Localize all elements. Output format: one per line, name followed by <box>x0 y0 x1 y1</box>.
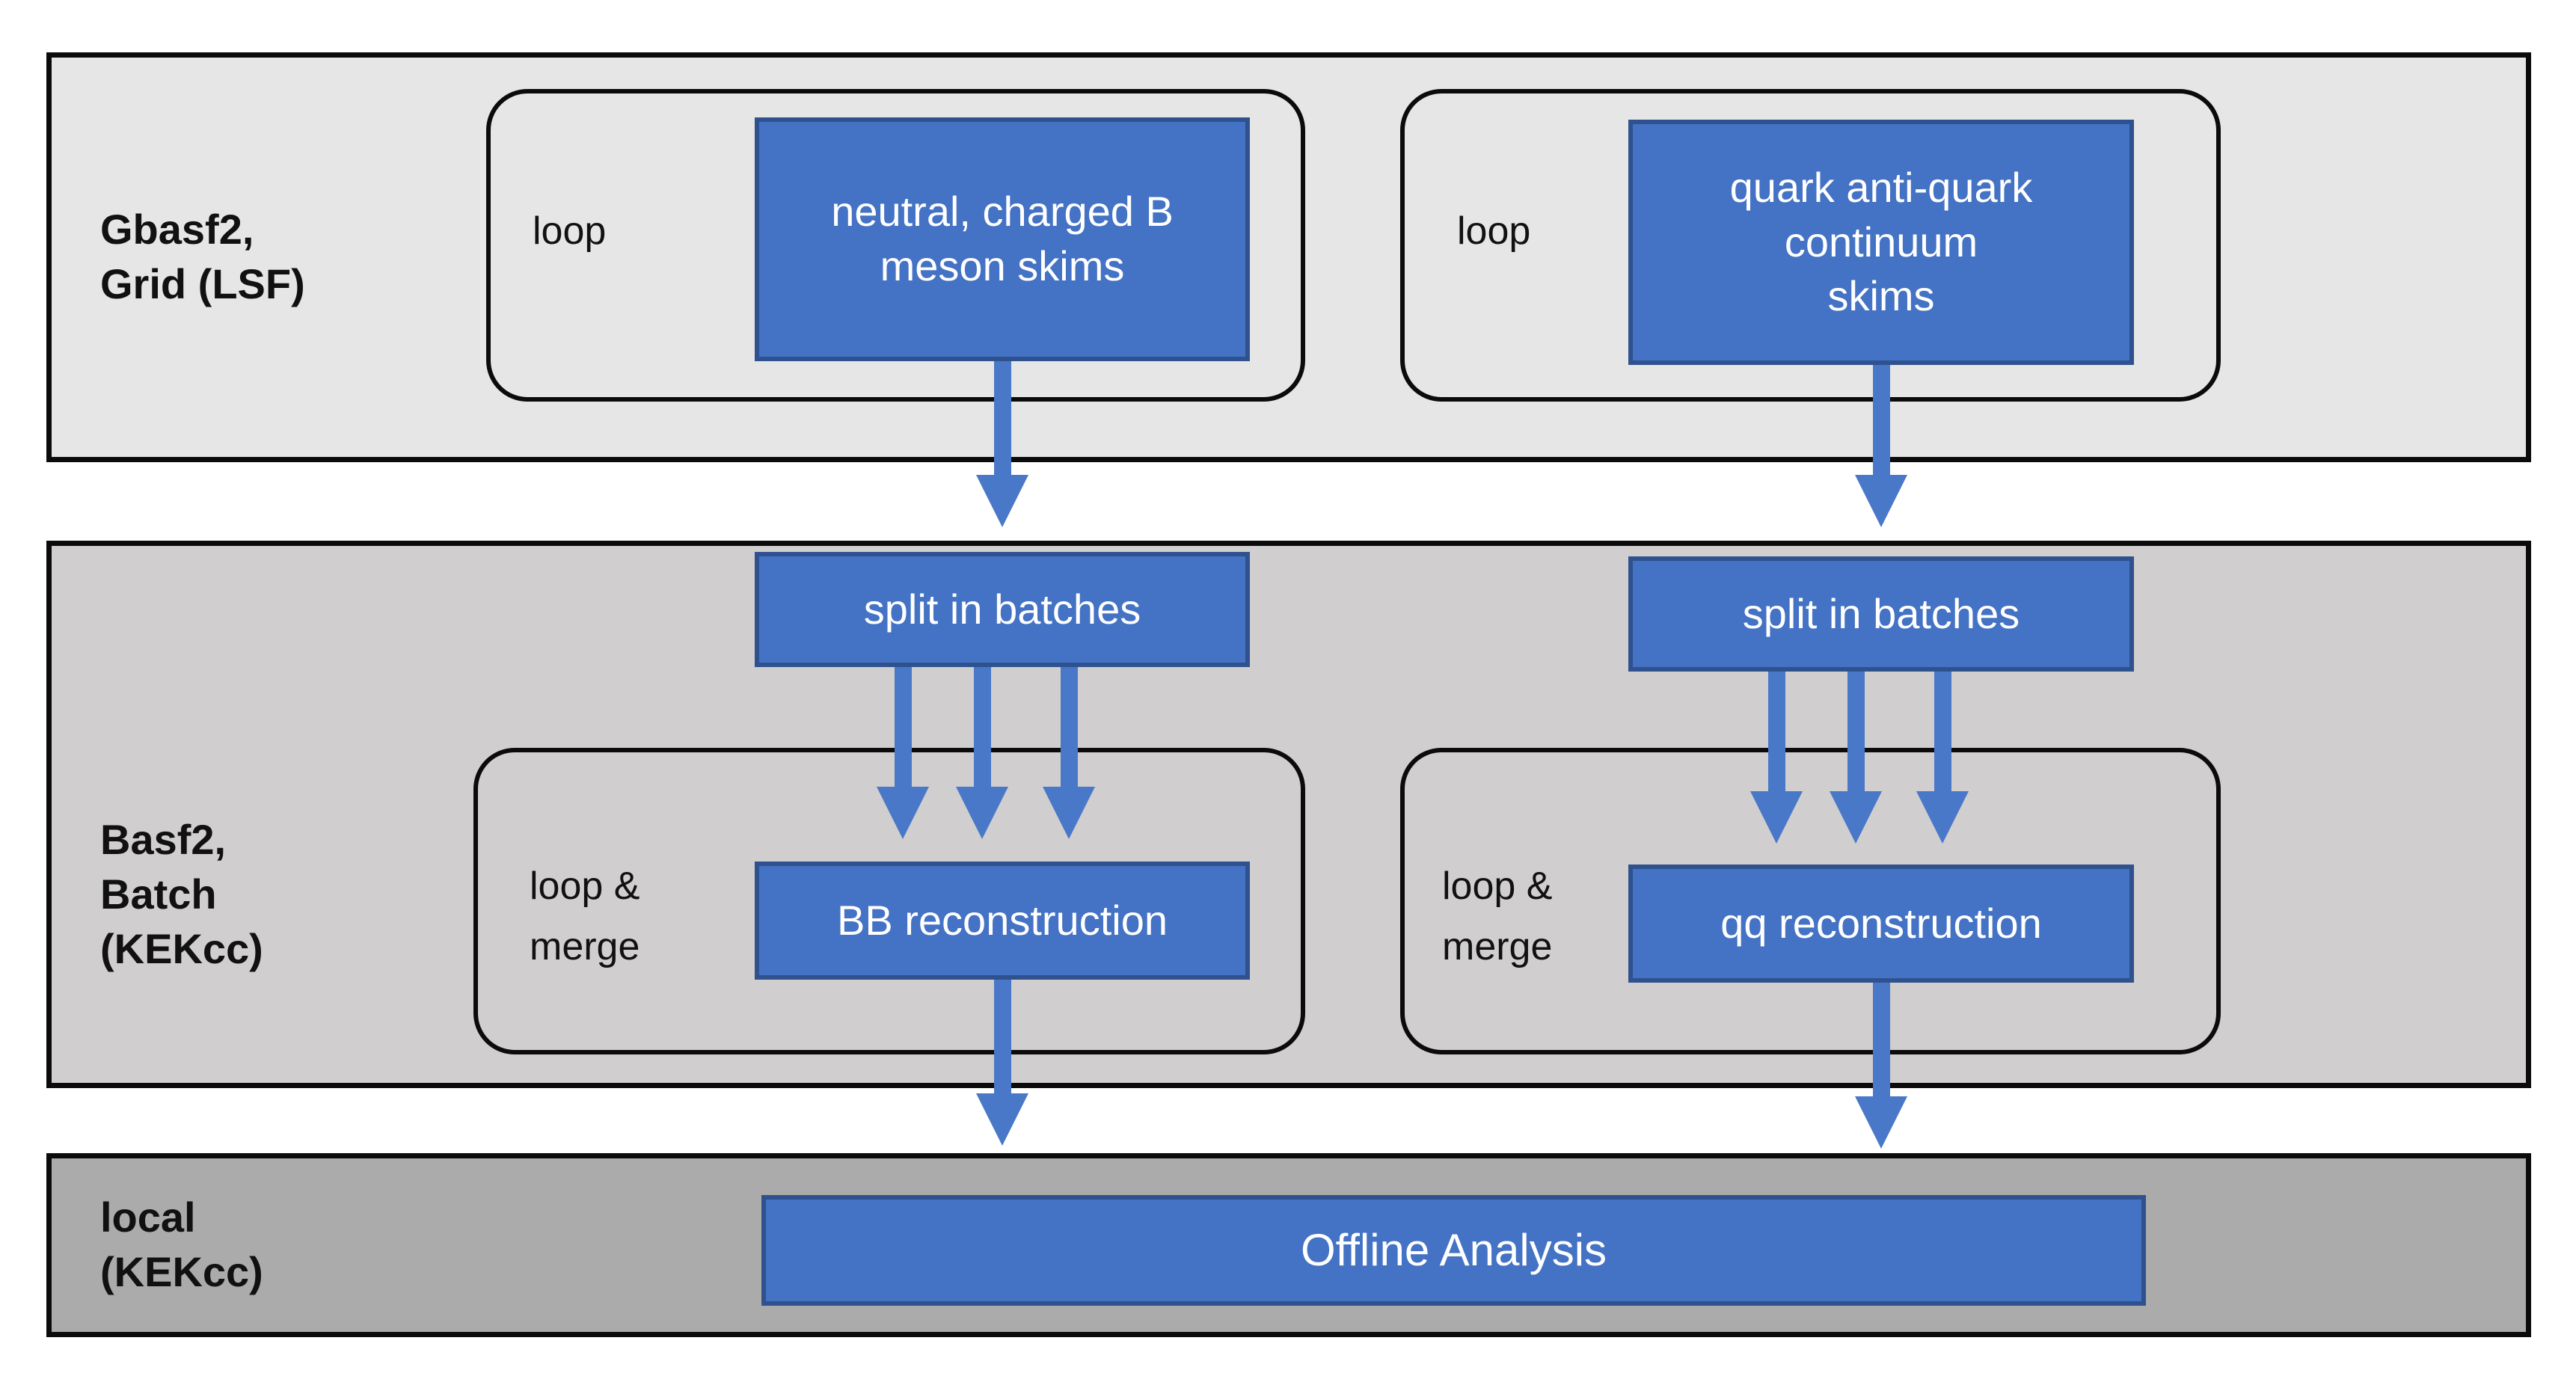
band-label-line: Grid (LSF) <box>100 260 305 307</box>
process-box-split-batches-left: split in batches <box>755 552 1250 667</box>
loop-label-left: loop <box>533 209 607 253</box>
arrow-shaft <box>1847 672 1865 791</box>
arrow-head-icon <box>1830 791 1882 844</box>
band-gbasf2-grid-label: Gbasf2, Grid (LSF) <box>100 203 305 312</box>
arrow-head-icon <box>1916 791 1969 844</box>
arrow-head-icon <box>1043 787 1095 839</box>
box-text-line: BB reconstruction <box>837 896 1168 944</box>
arrow-down-continuum-to-split <box>1855 365 1907 527</box>
arrow-down-batch-right-2 <box>1830 672 1882 844</box>
arrow-shaft <box>1872 983 1890 1096</box>
arrow-head-icon <box>976 1093 1028 1146</box>
loop-merge-group-bb <box>473 748 1305 1054</box>
band-label-line: (KEKcc) <box>100 1248 263 1295</box>
loop-label-right: loop <box>1457 209 1531 253</box>
arrow-shaft <box>1060 667 1078 787</box>
arrow-down-batch-right-3 <box>1916 672 1969 844</box>
band-label-line: Gbasf2, <box>100 206 254 254</box>
process-box-qq-reconstruction: qq reconstruction <box>1628 865 2134 983</box>
box-text-line: quark anti-quark <box>1729 163 2033 211</box>
arrow-head-icon <box>1855 475 1907 527</box>
arrow-down-batch-left-2 <box>956 667 1008 839</box>
band-label-line: Batch <box>100 870 217 918</box>
arrow-down-qq-to-offline <box>1855 983 1907 1149</box>
loop-group-bmeson <box>486 89 1305 402</box>
process-box-bb-reconstruction: BB reconstruction <box>755 862 1250 980</box>
arrow-head-icon <box>976 475 1028 527</box>
band-label-line: Basf2, <box>100 816 227 863</box>
arrow-head-icon <box>956 787 1008 839</box>
loop-merge-line: merge <box>530 924 640 968</box>
process-box-split-batches-right: split in batches <box>1628 556 2134 672</box>
box-text-line: skims <box>1827 272 1935 320</box>
loop-group-continuum <box>1400 89 2221 402</box>
loop-merge-line: loop & <box>1442 865 1553 908</box>
process-box-offline-analysis: Offline Analysis <box>761 1195 2146 1306</box>
arrow-down-batch-right-1 <box>1750 672 1803 844</box>
process-box-bmeson-skims: neutral, charged B meson skims <box>755 117 1250 361</box>
arrow-shaft <box>993 980 1011 1093</box>
band-label-line: local <box>100 1194 196 1241</box>
band-local-label: local (KEKcc) <box>100 1191 263 1300</box>
arrow-head-icon <box>1750 791 1803 844</box>
loop-merge-line: merge <box>1442 924 1553 968</box>
box-text-line: continuum <box>1784 218 1978 265</box>
arrow-shaft <box>993 361 1011 475</box>
band-label-line: (KEKcc) <box>100 924 263 972</box>
arrow-down-bb-to-offline <box>976 980 1028 1146</box>
box-text-line: split in batches <box>1742 589 2020 637</box>
box-text-line: split in batches <box>863 585 1141 633</box>
arrow-shaft <box>973 667 991 787</box>
loop-merge-label-right: loop & merge <box>1442 856 1552 977</box>
arrow-shaft <box>1767 672 1785 791</box>
box-text-line: qq reconstruction <box>1720 899 2042 947</box>
arrow-shaft <box>1933 672 1951 791</box>
box-text-line: meson skims <box>880 242 1125 289</box>
box-text-line: Offline Analysis <box>1300 1225 1607 1275</box>
arrow-shaft <box>1872 365 1890 475</box>
arrow-down-batch-left-1 <box>877 667 929 839</box>
process-box-continuum-skims: quark anti-quark continuum skims <box>1628 120 2134 365</box>
loop-merge-group-qq <box>1400 748 2221 1054</box>
loop-merge-line: loop & <box>530 865 640 908</box>
box-text-line: neutral, charged B <box>831 188 1174 236</box>
arrow-head-icon <box>877 787 929 839</box>
band-basf2-batch-label: Basf2, Batch (KEKcc) <box>100 813 263 976</box>
arrow-head-icon <box>1855 1096 1907 1149</box>
loop-merge-label-left: loop & merge <box>530 856 640 977</box>
arrow-down-batch-left-3 <box>1043 667 1095 839</box>
arrow-down-bmeson-to-split <box>976 361 1028 527</box>
arrow-shaft <box>894 667 912 787</box>
